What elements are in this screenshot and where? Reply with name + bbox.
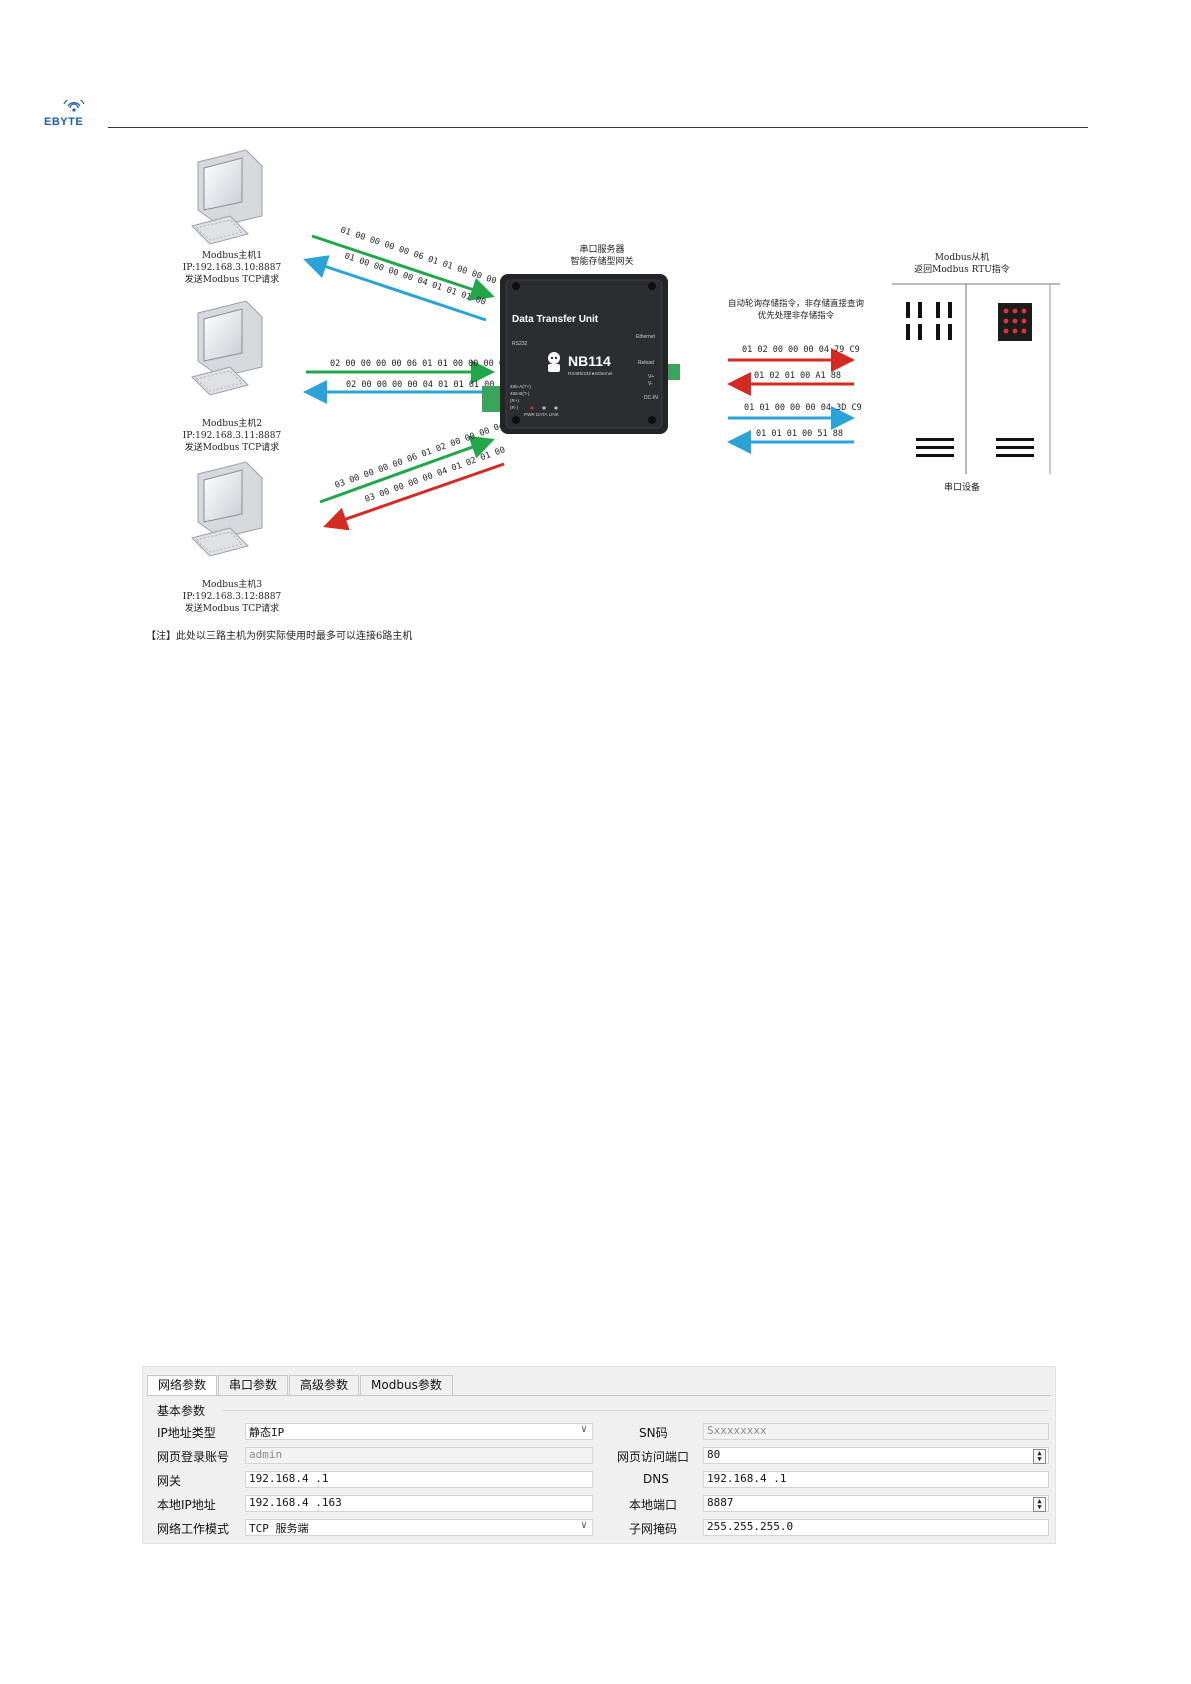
tab-bar: 网络参数 串口参数 高级参数 Modbus参数 — [147, 1375, 454, 1396]
device-brand: Data Transfer Unit — [512, 314, 599, 325]
config-window: 网络参数 串口参数 高级参数 Modbus参数 基本参数 IP地址类型 静态IP… — [142, 1366, 1056, 1544]
computer-icon — [191, 149, 263, 245]
rtu-packet-label: 01 01 00 00 00 04 3D C9 — [744, 403, 862, 413]
group-divider — [223, 1410, 1049, 1411]
device-model: NB114 — [568, 353, 611, 369]
group-title: 基本参数 — [157, 1404, 206, 1418]
web-port-spinbox[interactable]: 80 ▲▼ — [703, 1447, 1049, 1464]
web-account-field: admin — [245, 1447, 593, 1464]
host2-action: 发送Modbus TCP请求 — [185, 441, 279, 453]
web-port-value: 80 — [707, 1448, 721, 1461]
dns-label: DNS — [643, 1472, 669, 1486]
local-port-spinbox[interactable]: 8887 ▲▼ — [703, 1495, 1049, 1512]
host1-ip: IP:192.168.3.10:8887 — [183, 263, 282, 273]
host2-ip: IP:192.168.3.11:8887 — [183, 431, 282, 441]
work-mode-dropdown[interactable]: TCP 服务端 ∨ — [245, 1519, 593, 1536]
subnet-mask-label: 子网掩码 — [629, 1522, 678, 1536]
rtu-packet-label: 01 01 01 00 51 88 — [756, 429, 843, 439]
host3-ip: IP:192.168.3.12:8887 — [183, 592, 282, 602]
host3-action: 发送Modbus TCP请求 — [185, 602, 279, 614]
gateway-field[interactable]: 192.168.4 .1 — [245, 1471, 593, 1488]
device-label-port-r2: (R-) — [510, 405, 518, 410]
ebyte-logo-icon — [63, 100, 85, 112]
rtu-packet-label: 01 02 00 00 00 04 79 C9 — [742, 345, 860, 355]
device-label-dcin: DC-IN — [644, 395, 658, 401]
device-label-reload: Reload — [638, 360, 654, 366]
device-label-port-b: 485-B(T-) — [510, 391, 530, 396]
sn-field: Sxxxxxxxx — [703, 1423, 1049, 1440]
local-ip-label: 本地IP地址 — [157, 1498, 216, 1512]
device-label-vminus: V- — [648, 381, 653, 387]
arrow-response-1 — [303, 255, 487, 322]
device-label-vplus: V+ — [648, 374, 654, 380]
host2-name: Modbus主机2 — [202, 417, 262, 429]
robot-logo-icon — [548, 352, 560, 372]
slave-title-2: 返回Modbus RTU指令 — [914, 263, 1010, 275]
device-leds: PWR DATA LINK — [524, 412, 560, 417]
gateway-title: 串口服务器 — [579, 243, 624, 255]
nb114-device: Data Transfer Unit RS232 Ethernet Reload… — [482, 274, 680, 434]
arrow-response-3 — [323, 462, 505, 531]
subnet-mask-field[interactable]: 255.255.255.0 — [703, 1519, 1049, 1536]
spinner-arrows-icon[interactable]: ▲▼ — [1033, 1449, 1046, 1464]
chevron-down-icon: ∨ — [580, 1424, 587, 1435]
serial-device-panel — [892, 283, 1060, 474]
tab-advanced-params[interactable]: 高级参数 — [289, 1375, 360, 1395]
web-port-label: 网页访问端口 — [617, 1450, 690, 1464]
work-mode-value: TCP 服务端 — [249, 1522, 309, 1535]
tab-body: 基本参数 IP地址类型 静态IP ∨ 网页登录账号 admin 网关 192.1… — [147, 1395, 1051, 1543]
ip-type-label: IP地址类型 — [157, 1426, 216, 1440]
polling-caption-2: 优先处理非存储指令 — [758, 310, 835, 321]
diagram-note: 【注】此处以三路主机为例实际使用时最多可以连接6路主机 — [146, 631, 413, 642]
web-account-label: 网页登录账号 — [157, 1450, 230, 1464]
brand-name: EBYTE — [44, 116, 84, 128]
polling-caption-1: 自动轮询存储指令，非存储直接查询 — [728, 298, 864, 309]
arrow-request-3 — [319, 435, 495, 504]
local-ip-field[interactable]: 192.168.4 .163 — [245, 1495, 593, 1512]
serial-device-label: 串口设备 — [944, 481, 980, 493]
device-label-ethernet: Ethernet — [636, 334, 656, 340]
tab-serial-params[interactable]: 串口参数 — [218, 1375, 289, 1395]
packet-label: 02 00 00 00 00 06 01 01 00 00 00 04 — [330, 359, 509, 369]
packet-label: 02 00 00 00 00 04 01 01 01 00 — [346, 380, 494, 390]
computer-icon — [191, 300, 263, 396]
device-label-rs232: RS232 — [512, 341, 528, 347]
host1-name: Modbus主机1 — [202, 249, 262, 261]
dns-field[interactable]: 192.168.4 .1 — [703, 1471, 1049, 1488]
gateway-label: 网关 — [157, 1474, 182, 1488]
device-label-port-a: 485-A(T+) — [510, 384, 531, 389]
local-port-value: 8887 — [707, 1496, 734, 1509]
host1-action: 发送Modbus TCP请求 — [185, 273, 279, 285]
rtu-packet-label: 01 02 01 00 A1 88 — [754, 371, 841, 381]
arrow-request-1 — [311, 234, 495, 301]
computer-icon — [191, 461, 263, 557]
device-sub: RS485/232★Ethernet — [568, 371, 613, 376]
sn-label: SN码 — [639, 1426, 668, 1440]
work-mode-label: 网络工作模式 — [157, 1522, 230, 1536]
header-rule — [108, 127, 1088, 128]
tab-network-params[interactable]: 网络参数 — [147, 1375, 218, 1396]
spinner-arrows-icon[interactable]: ▲▼ — [1033, 1497, 1046, 1512]
device-label-port-r1: (R+) — [510, 398, 520, 403]
ip-type-dropdown[interactable]: 静态IP ∨ — [245, 1423, 593, 1440]
network-diagram: Modbus主机1 IP:192.168.3.10:8887 发送Modbus … — [183, 149, 1060, 614]
host3-name: Modbus主机3 — [202, 578, 263, 590]
ip-type-value: 静态IP — [249, 1426, 285, 1439]
slave-title-1: Modbus从机 — [935, 251, 990, 263]
tab-modbus-params[interactable]: Modbus参数 — [360, 1375, 453, 1395]
local-port-label: 本地端口 — [629, 1498, 678, 1512]
chevron-down-icon: ∨ — [580, 1520, 587, 1531]
gateway-subtitle: 智能存储型网关 — [570, 255, 633, 267]
